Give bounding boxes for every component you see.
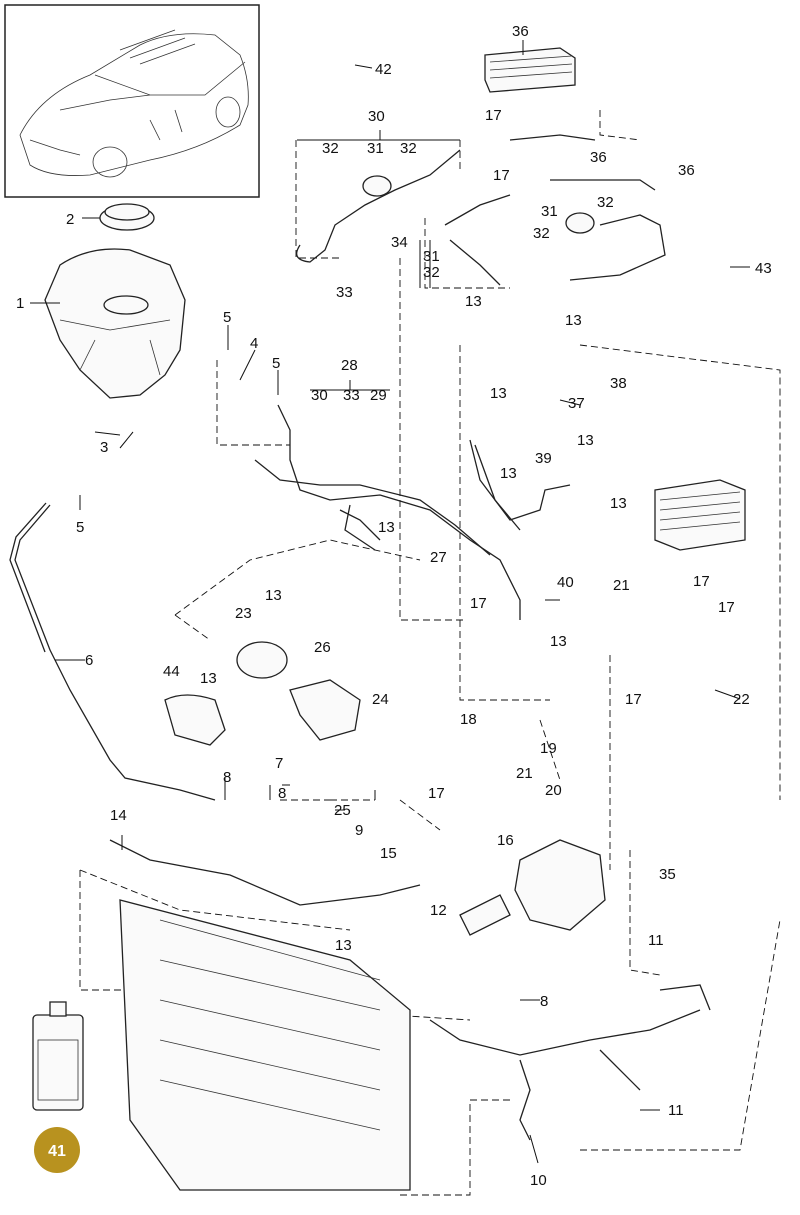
callout-11: 11 bbox=[668, 1102, 684, 1119]
callout-13: 13 bbox=[200, 670, 217, 687]
callout-32: 32 bbox=[597, 194, 614, 211]
callout-19: 19 bbox=[540, 740, 557, 757]
callout-32: 32 bbox=[533, 225, 550, 242]
upper-hoses bbox=[296, 134, 666, 286]
callout-38: 38 bbox=[610, 375, 627, 392]
callout-16: 16 bbox=[497, 832, 514, 849]
callout-25: 25 bbox=[334, 802, 351, 819]
callout-17: 17 bbox=[493, 167, 510, 184]
callout-39: 39 bbox=[535, 450, 552, 467]
callout-24: 24 bbox=[372, 691, 389, 708]
callout-6: 6 bbox=[85, 652, 93, 669]
callout-17: 17 bbox=[470, 595, 487, 612]
callout-labels: 1 2 3 4 5 5 5 6 7 8 8 8 9 10 11 11 12 13… bbox=[16, 23, 772, 1189]
coolant-reservoir bbox=[44, 203, 186, 399]
callout-42: 42 bbox=[375, 61, 392, 78]
callout-17: 17 bbox=[693, 573, 710, 590]
callout-13: 13 bbox=[500, 465, 517, 482]
callout-31: 31 bbox=[541, 203, 558, 220]
callout-8: 8 bbox=[223, 769, 231, 786]
radiator bbox=[119, 899, 411, 1191]
callout-13: 13 bbox=[577, 432, 594, 449]
thermostat-housing bbox=[459, 839, 606, 936]
callout-13: 13 bbox=[565, 312, 582, 329]
callout-13: 13 bbox=[490, 385, 507, 402]
callout-12: 12 bbox=[430, 902, 447, 919]
callout-36: 36 bbox=[512, 23, 529, 40]
lower-hoses bbox=[109, 839, 711, 1141]
callout-44: 44 bbox=[163, 663, 180, 680]
callout-2: 2 bbox=[66, 211, 74, 228]
callout-8: 8 bbox=[540, 993, 548, 1010]
callout-27: 27 bbox=[430, 549, 447, 566]
badge-circle bbox=[34, 1127, 80, 1173]
callout-32: 32 bbox=[400, 140, 417, 157]
callout-31: 31 bbox=[367, 140, 384, 157]
callout-11: 11 bbox=[648, 932, 664, 949]
pump-assembly bbox=[164, 641, 361, 746]
callout-21: 21 bbox=[516, 765, 533, 782]
callout-9: 9 bbox=[355, 822, 363, 839]
callout-40: 40 bbox=[557, 574, 574, 591]
callout-17: 17 bbox=[718, 599, 735, 616]
overflow-hose bbox=[14, 504, 216, 801]
callout-3: 3 bbox=[100, 439, 108, 456]
callout-18: 18 bbox=[460, 711, 477, 728]
leader-lines bbox=[30, 40, 750, 1164]
callout-5: 5 bbox=[223, 309, 231, 326]
callout-15: 15 bbox=[380, 845, 397, 862]
callout-17: 17 bbox=[625, 691, 642, 708]
callout-21: 21 bbox=[613, 577, 630, 594]
callout-33: 33 bbox=[336, 284, 353, 301]
callout-30: 30 bbox=[311, 387, 328, 404]
callout-13: 13 bbox=[335, 937, 352, 954]
callout-13: 13 bbox=[550, 633, 567, 650]
callout-31: 31 bbox=[423, 248, 440, 265]
callout-35: 35 bbox=[659, 866, 676, 883]
callout-30: 30 bbox=[368, 108, 385, 125]
callout-5: 5 bbox=[76, 519, 84, 536]
heat-exchanger bbox=[654, 479, 746, 551]
callout-7: 7 bbox=[275, 755, 283, 772]
callout-13: 13 bbox=[465, 293, 482, 310]
callout-23: 23 bbox=[235, 605, 252, 622]
callout-13: 13 bbox=[265, 587, 282, 604]
coolant-bottle bbox=[32, 1001, 84, 1111]
callout-26: 26 bbox=[314, 639, 331, 656]
vehicle-thumbnail bbox=[4, 4, 260, 198]
callout-43: 43 bbox=[755, 260, 772, 277]
callout-22: 22 bbox=[733, 691, 750, 708]
callout-32: 32 bbox=[322, 140, 339, 157]
part-41-badge: 41 bbox=[34, 1127, 80, 1173]
callout-34: 34 bbox=[391, 234, 408, 251]
callout-36: 36 bbox=[590, 149, 607, 166]
callout-29: 29 bbox=[370, 387, 387, 404]
callout-17: 17 bbox=[485, 107, 502, 124]
callout-13: 13 bbox=[610, 495, 627, 512]
callout-33: 33 bbox=[343, 387, 360, 404]
oil-cooler-top bbox=[484, 47, 576, 93]
callout-17: 17 bbox=[428, 785, 445, 802]
callout-37: 37 bbox=[568, 395, 585, 412]
callout-5: 5 bbox=[272, 355, 280, 372]
callout-14: 14 bbox=[110, 807, 127, 824]
callout-4: 4 bbox=[250, 335, 258, 352]
callout-8: 8 bbox=[278, 785, 286, 802]
callout-32: 32 bbox=[423, 264, 440, 281]
callout-36: 36 bbox=[678, 162, 695, 179]
callout-28: 28 bbox=[341, 357, 358, 374]
callout-1: 1 bbox=[16, 295, 24, 312]
badge-label: 41 bbox=[48, 1143, 66, 1160]
hose-assembly bbox=[254, 404, 571, 620]
callout-13: 13 bbox=[378, 519, 395, 536]
callout-10: 10 bbox=[530, 1172, 547, 1189]
callout-20: 20 bbox=[545, 782, 562, 799]
